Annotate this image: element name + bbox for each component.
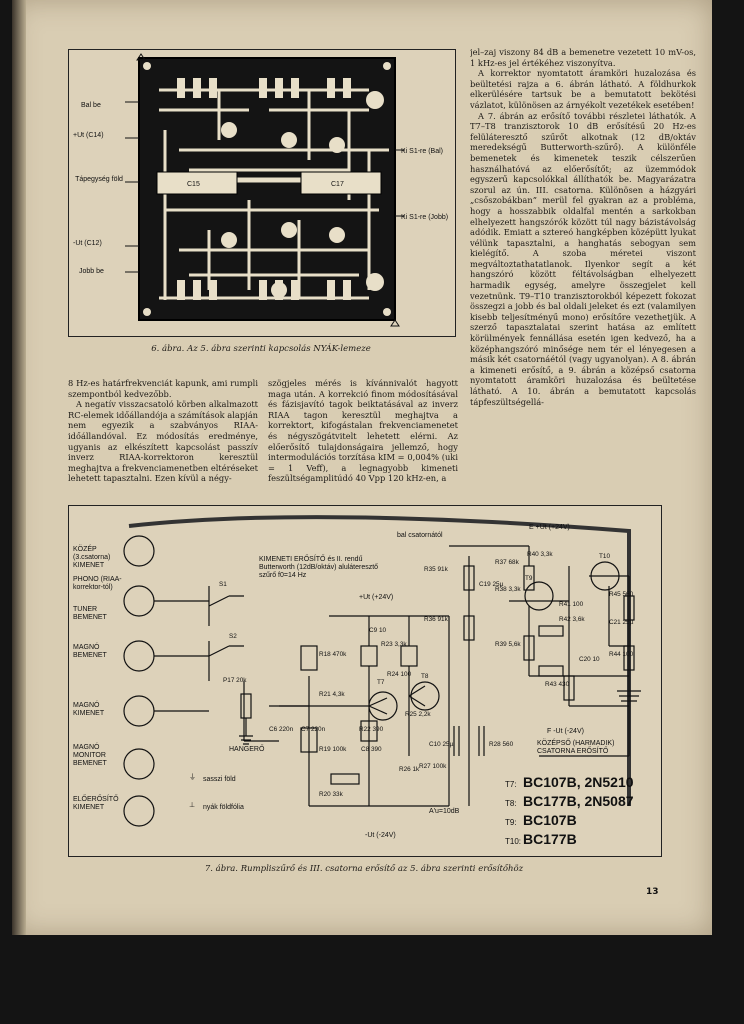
label-r43: R43 430 bbox=[545, 681, 570, 688]
paragraph: A korrektor nyomtatott áramköri huzalozá… bbox=[470, 68, 696, 110]
label-c8: C8 390 bbox=[361, 746, 382, 753]
transistor-row: T10:BC177B bbox=[505, 831, 577, 847]
pcb-c17: C17 bbox=[331, 181, 344, 188]
supply-pos-center: E +Ut (+24V) bbox=[529, 524, 570, 531]
label-r39: R39 5,6k bbox=[495, 641, 521, 648]
pcb-label-ki-jobb: Ki S1-re (Jobb) bbox=[401, 214, 449, 221]
paragraph: A negatív visszacsatoló körben alkalmazo… bbox=[68, 399, 258, 484]
transistor-row: T9:BC107B bbox=[505, 812, 577, 828]
label-r35: R35 91k bbox=[424, 566, 449, 573]
supply-pos-block: +Ut (+24V) bbox=[359, 594, 394, 601]
page-spine bbox=[12, 0, 26, 935]
input-label-kozep: KÖZÉP (3.csatorna) KIMENET bbox=[73, 546, 111, 569]
label-r26: R26 1k bbox=[399, 766, 420, 773]
schematic-drawing: C6 220n C7 220n R18 470k R19 100k R20 33… bbox=[123, 515, 641, 827]
paragraph: A 7. ábrán az erősítő további részletei … bbox=[470, 110, 696, 407]
transistor-row: T7:BC107B, 2N5210 bbox=[505, 774, 634, 790]
center-channel-title: KÖZÉPSŐ (HARMADIK) CSATORNA ERŐSÍTŐ bbox=[537, 740, 615, 755]
label-c20: C20 10 bbox=[579, 656, 600, 663]
label-r20: R20 33k bbox=[319, 791, 344, 798]
text-column-right: jel–zaj viszony 84 dB a bemenetre vezete… bbox=[470, 47, 696, 487]
supply-neg-center: F -Ut (-24V) bbox=[547, 728, 584, 735]
label-r37: R37 68k bbox=[495, 559, 520, 566]
label-r40: R40 3,3k bbox=[527, 551, 553, 558]
bal-csatorna-label: bal csatornától bbox=[397, 532, 443, 539]
text-column-middle: szögjeles mérés is kívánnivalót hagyott … bbox=[268, 378, 458, 488]
pcb-drawing: C15 C17 bbox=[125, 53, 405, 327]
label-r22: R22 390 bbox=[359, 726, 384, 733]
input-label-magno-monitor: MAGNÓ MONITOR BEMENET bbox=[73, 744, 107, 767]
label-t10: T10 bbox=[599, 553, 610, 560]
label-r27: R27 100k bbox=[419, 763, 447, 770]
label-c21: C21 25µ bbox=[609, 619, 634, 626]
supply-neg-block: -Ut (-24V) bbox=[365, 832, 396, 839]
label-r38: R38 3,3k bbox=[495, 586, 521, 593]
label-r41: R41 100 bbox=[559, 601, 584, 608]
figure-7-caption: 7. ábra. Rumpliszűrő és III. csatorna er… bbox=[204, 864, 524, 874]
figure-6-caption: 6. ábra. Az 5. ábra szerinti kapcsolás N… bbox=[151, 344, 371, 354]
legend-pcb: nyák földfólia bbox=[203, 804, 244, 811]
label-r45: R45 560 bbox=[609, 591, 634, 598]
label-c19: C19 25µ bbox=[479, 581, 504, 588]
pcb-label-bal-be: Bal be bbox=[81, 102, 101, 109]
label-r19: R19 100k bbox=[319, 746, 347, 753]
label-r23: R23 3,3k bbox=[381, 641, 407, 648]
gain-label: A'u=10dB bbox=[429, 808, 460, 815]
label-r24: R24 100 bbox=[387, 671, 412, 678]
label-c10: C10 25µ bbox=[429, 741, 454, 748]
pcb-label-ut-pos: +Ut (C14) bbox=[73, 132, 104, 139]
input-label-magno-in: MAGNÓ BEMENET bbox=[73, 644, 107, 659]
label-r44: R44 100 bbox=[609, 651, 634, 658]
label-c7: C7 220n bbox=[301, 726, 326, 733]
label-r28: R28 560 bbox=[489, 741, 514, 748]
transistor-row: T8:BC177B, 2N5087 bbox=[505, 793, 634, 809]
page-number: 13 bbox=[646, 887, 659, 897]
label-t8: T8 bbox=[421, 673, 429, 680]
pcb-label-ut-neg: -Ut (C12) bbox=[73, 240, 102, 247]
text-column-left: 8 Hz-es határfrekvenciát kapunk, ami rum… bbox=[68, 378, 258, 488]
label-c6: C6 220n bbox=[269, 726, 294, 733]
label-r25: R25 2,2k bbox=[405, 711, 431, 718]
label-t9: T9 bbox=[525, 575, 533, 582]
pcb-label-ground: Tápegység föld bbox=[75, 176, 123, 183]
legend-ground: sasszi föld bbox=[203, 776, 236, 783]
label-s1: S1 bbox=[219, 581, 227, 588]
label-r42: R42 3,6k bbox=[559, 616, 585, 623]
label-r18: R18 470k bbox=[319, 651, 347, 658]
magazine-page: Bal be +Ut (C14) Tápegység föld -Ut (C12… bbox=[12, 0, 712, 935]
paragraph: 8 Hz-es határfrekvenciát kapunk, ami rum… bbox=[68, 378, 258, 399]
transistor-list: T7:BC107B, 2N5210 T8:BC177B, 2N5087 T9:B… bbox=[505, 774, 655, 850]
label-r36: R36 91k bbox=[424, 616, 449, 623]
legend-pcb-icon: ⊥ bbox=[189, 802, 196, 809]
label-r21: R21 4,3k bbox=[319, 691, 345, 698]
legend-ground-icon: ⏚ bbox=[189, 774, 196, 781]
figure-7-schematic: C6 220n C7 220n R18 470k R19 100k R20 33… bbox=[68, 505, 662, 857]
pcb-label-ki-bal: Ki S1-re (Bal) bbox=[401, 148, 444, 155]
pcb-label-jobb-be: Jobb be bbox=[79, 268, 104, 275]
label-s2: S2 bbox=[229, 633, 237, 640]
input-label-magno-out: MAGNÓ KIMENET bbox=[73, 702, 105, 717]
label-t7: T7 bbox=[377, 679, 385, 686]
paragraph: szögjeles mérés is kívánnivalót hagyott … bbox=[268, 378, 458, 484]
figure-6-pcb: Bal be +Ut (C14) Tápegység föld -Ut (C12… bbox=[68, 49, 456, 337]
pcb-c15: C15 bbox=[187, 181, 200, 188]
paragraph: jel–zaj viszony 84 dB a bemenetre vezete… bbox=[470, 47, 696, 68]
volume-label: HANGERŐ bbox=[229, 746, 265, 753]
label-c9: C9 10 bbox=[369, 627, 386, 634]
block-title: KIMENETI ERŐSÍTŐ és II. rendű Butterwort… bbox=[259, 556, 379, 579]
input-label-phono: PHONO (RIAA-korrektor-tól) bbox=[73, 576, 122, 591]
input-label-eloerosito: ELŐERŐSÍTŐ KIMENET bbox=[73, 796, 119, 811]
label-p17: P17 20k bbox=[223, 677, 247, 684]
input-label-tuner: TUNER BEMENET bbox=[73, 606, 107, 621]
